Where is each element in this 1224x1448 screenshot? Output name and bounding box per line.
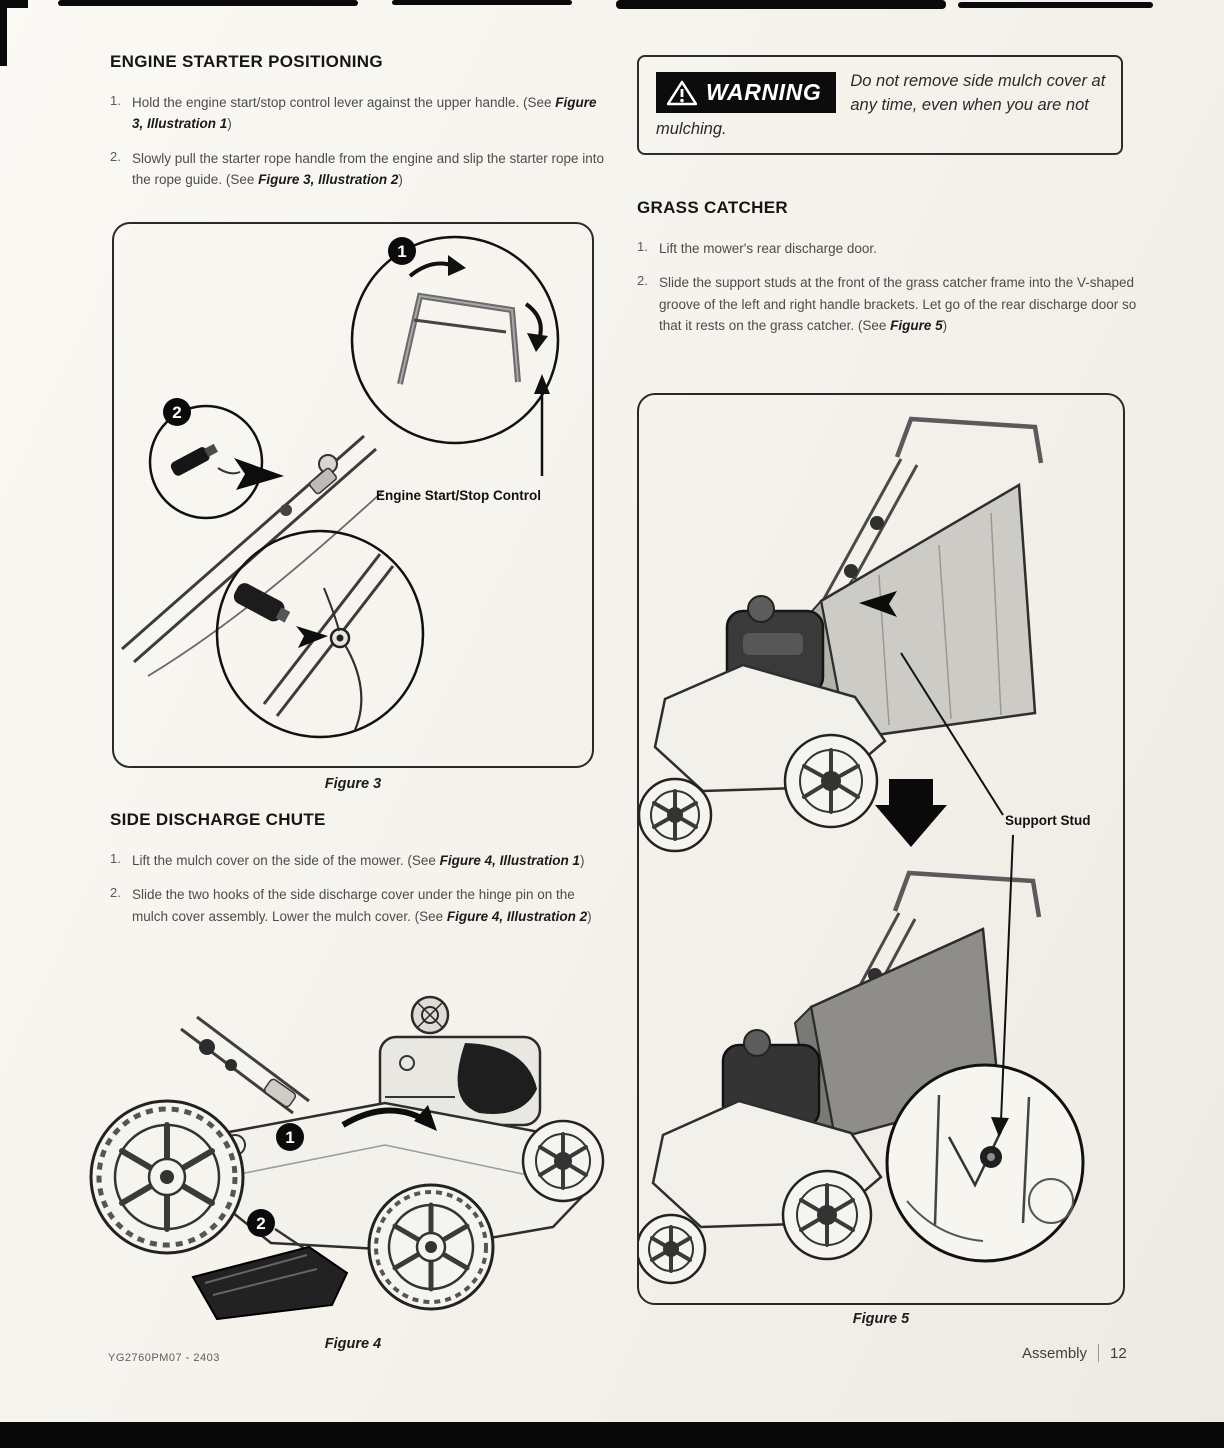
callout-2-number: 2 xyxy=(256,1214,265,1233)
step-text: Hold the engine start/stop control lever… xyxy=(132,92,608,135)
callout-1-badge xyxy=(388,237,416,265)
callout-1-number: 1 xyxy=(285,1128,294,1147)
figure3-detail-circle-2 xyxy=(148,404,264,520)
callout-1-number: 1 xyxy=(397,242,406,261)
engine-starter-title: ENGINE STARTER POSITIONING xyxy=(110,52,383,71)
step-figure-ref: Figure 4, Illustration 2 xyxy=(446,908,588,924)
figure5-top-mower xyxy=(639,416,1044,853)
scan-bottom-bar xyxy=(0,1422,1224,1448)
figure3-detail-circle-1 xyxy=(350,235,560,445)
direction-arrow-icon xyxy=(296,626,328,648)
step-figure-ref: Figure 4, Illustration 1 xyxy=(439,853,580,868)
step-number: 1. xyxy=(110,851,121,866)
support-stud-label: Support Stud xyxy=(1005,813,1090,828)
step-text-pre: Slide the two hooks of the side discharg… xyxy=(132,887,575,924)
figure5-caption: Figure 5 xyxy=(852,1311,910,1327)
down-arrow-icon xyxy=(875,779,947,847)
step-item: 2. Slide the support studs at the front … xyxy=(637,272,1139,336)
side-discharge-chute-part xyxy=(191,1245,349,1321)
direction-arrow-icon xyxy=(234,458,284,490)
side-discharge-title: SIDE DISCHARGE CHUTE xyxy=(110,810,326,829)
side-discharge-steps: 1. Lift the mulch cover on the side of t… xyxy=(110,850,608,940)
document-code: YG2760PM07 - 2403 xyxy=(108,1352,220,1364)
warning-label: WARNING xyxy=(706,79,822,105)
footer-divider xyxy=(1098,1344,1100,1362)
rotate-arrow-icon xyxy=(408,261,455,278)
step-text-pre: Slowly pull the starter rope handle from… xyxy=(132,150,605,187)
step-text-post: ) xyxy=(942,317,948,333)
page-footer: Assembly 12 xyxy=(1022,1344,1127,1362)
label-pointer-arrowhead xyxy=(534,374,550,394)
scan-mark-left-edge xyxy=(0,0,7,66)
figure5-illustration: Support Stud xyxy=(639,416,1090,1285)
callout-1-badge xyxy=(276,1123,304,1151)
scan-mark-corner xyxy=(0,0,28,8)
direction-arrow-icon xyxy=(859,591,897,617)
engine-starter-steps: 1. Hold the engine start/stop control le… xyxy=(110,92,608,203)
step-text-post: ) xyxy=(227,116,232,132)
step-text: Lift the mulch cover on the side of the … xyxy=(132,850,584,871)
callout-2-badge xyxy=(163,398,191,426)
step-figure-ref: Figure 3, Illustration 1 xyxy=(132,95,597,132)
scan-mark-top-1 xyxy=(58,0,358,6)
step-text-pre: Hold the engine start/stop control lever… xyxy=(132,95,556,110)
step-text-post: ) xyxy=(579,853,585,868)
step-text: Lift the mower's rear discharge door. xyxy=(659,238,877,259)
label-pointer-line xyxy=(900,652,1004,816)
warning-text: Do not remove side mulch cover at any ti… xyxy=(656,72,1106,138)
front-left-wheel xyxy=(89,1099,245,1255)
engine-start-stop-label: Engine Start/Stop Control xyxy=(376,488,541,503)
scan-mark-top-4 xyxy=(958,2,1153,8)
step-number: 2. xyxy=(110,148,121,164)
scan-mark-top-3 xyxy=(616,0,946,9)
label-pointer-arrowhead xyxy=(991,1117,1009,1137)
grass-catcher-title: GRASS CATCHER xyxy=(637,198,788,217)
step-item: 2. Slowly pull the starter rope handle f… xyxy=(110,148,608,191)
label-pointer-line xyxy=(1000,834,1014,1122)
step-number: 1. xyxy=(637,239,648,254)
step-item: 1. Hold the engine start/stop control le… xyxy=(110,92,608,135)
figure5-detail-circle xyxy=(885,1063,1085,1263)
step-number: 1. xyxy=(110,93,121,108)
step-text-pre: Lift the mulch cover on the side of the … xyxy=(132,853,440,868)
scan-mark-top-2 xyxy=(392,0,572,5)
figure3-detail-circle-3 xyxy=(215,529,425,739)
callout-2-badge xyxy=(247,1209,275,1237)
step-text-pre: Slide the support studs at the front of … xyxy=(659,275,1137,333)
step-item: 2. Slide the two hooks of the side disch… xyxy=(110,884,608,927)
warning-badge: WARNING xyxy=(656,72,837,113)
step-figure-ref: Figure 5 xyxy=(890,317,943,333)
figure5-box: Support Stud xyxy=(637,393,1125,1305)
warning-triangle-icon xyxy=(667,80,697,105)
figure4-illustration: 1 2 xyxy=(89,995,605,1321)
figure3-illustration: 1 2 xyxy=(121,235,560,739)
step-number: 2. xyxy=(110,885,121,901)
step-text: Slide the support studs at the front of … xyxy=(659,272,1139,336)
rear-right-wheel xyxy=(367,1183,495,1311)
grass-catcher-steps: 1. Lift the mower's rear discharge door.… xyxy=(637,238,1139,349)
footer-section-name: Assembly xyxy=(1022,1344,1088,1362)
step-item: 1. Lift the mower's rear discharge door. xyxy=(637,238,1139,259)
step-text-pre: Lift the mower's rear discharge door. xyxy=(659,241,877,256)
figure3-box: 1 2 xyxy=(112,222,594,768)
callout-2-number: 2 xyxy=(172,403,181,422)
footer-page-number: 12 xyxy=(1110,1344,1127,1362)
figure4-caption: Figure 4 xyxy=(324,1336,382,1352)
far-rear-wheel xyxy=(521,1119,605,1203)
step-text: Slide the two hooks of the side discharg… xyxy=(132,884,608,927)
step-text: Slowly pull the starter rope handle from… xyxy=(132,148,608,191)
step-text-post: ) xyxy=(398,171,403,187)
step-text-post: ) xyxy=(587,908,592,924)
step-item: 1. Lift the mulch cover on the side of t… xyxy=(110,850,608,871)
step-figure-ref: Figure 3, Illustration 2 xyxy=(258,171,399,187)
warning-box: WARNING Do not remove side mulch cover a… xyxy=(637,55,1123,155)
step-number: 2. xyxy=(637,273,648,289)
figure3-caption: Figure 3 xyxy=(324,776,382,792)
